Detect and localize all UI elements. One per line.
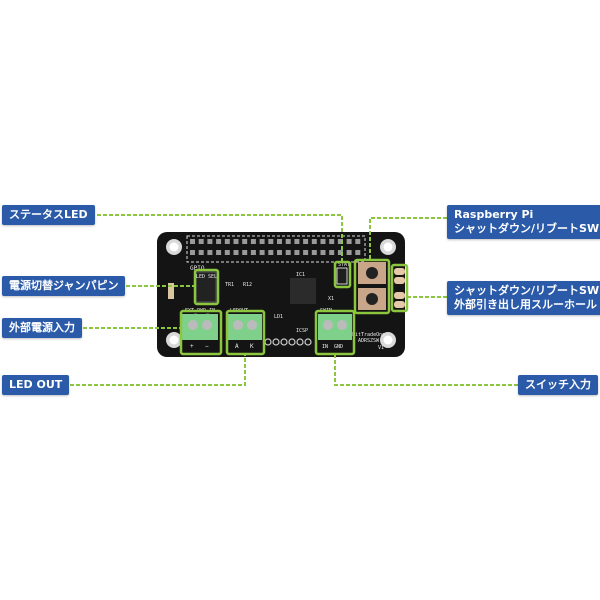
svg-text:BitTradeOne: BitTradeOne bbox=[352, 332, 385, 338]
svg-text:ADRSZSW: ADRSZSW bbox=[358, 338, 380, 344]
gpio-pin bbox=[303, 250, 309, 255]
gpio-pin bbox=[329, 239, 335, 244]
svg-text:LD1: LD1 bbox=[274, 314, 283, 320]
callout-power-jumper: 電源切替ジャンパピン bbox=[2, 276, 126, 296]
gpio-pin bbox=[320, 250, 326, 255]
callout-ext-power: 外部電源入力 bbox=[2, 318, 82, 338]
gpio-pin bbox=[337, 250, 343, 255]
gpio-pin bbox=[242, 250, 248, 255]
gpio-pin bbox=[207, 239, 213, 244]
callout-status-led: ステータスLED bbox=[2, 205, 95, 225]
leader-status-led bbox=[91, 214, 343, 262]
gpio-pin bbox=[294, 239, 300, 244]
svg-text:IC1: IC1 bbox=[296, 272, 305, 278]
callout-rpi-sw-line2: シャットダウン/リブートSW bbox=[454, 222, 600, 235]
gpio-pin bbox=[337, 239, 343, 244]
resistor-r21 bbox=[168, 283, 174, 299]
callout-ext-sw-line2: 外部引き出し用スルーホール bbox=[454, 298, 597, 311]
gpio-pin bbox=[355, 250, 361, 255]
svg-text:TR1: TR1 bbox=[225, 282, 234, 288]
svg-text:X1: X1 bbox=[328, 296, 334, 302]
gpio-pin bbox=[303, 239, 309, 244]
gpio-pin bbox=[346, 239, 352, 244]
svg-text:LED SEL: LED SEL bbox=[196, 274, 217, 280]
gpio-pin bbox=[207, 250, 213, 255]
gpio-pin bbox=[250, 239, 256, 244]
gpio-pin bbox=[277, 239, 282, 244]
callout-rpi-sw: Raspberry Pi シャットダウン/リブートSW bbox=[447, 205, 600, 239]
gpio-pin bbox=[190, 250, 195, 255]
gpio-pin bbox=[268, 250, 274, 255]
gpio-pins bbox=[190, 239, 361, 255]
gpio-pin bbox=[224, 250, 230, 255]
gpio-pin bbox=[329, 250, 335, 255]
svg-text:−: − bbox=[205, 343, 209, 350]
gpio-pin bbox=[285, 250, 291, 255]
gpio-pin bbox=[285, 239, 291, 244]
callout-switch-in: スイッチ入力 bbox=[518, 375, 598, 395]
gpio-pin bbox=[311, 250, 317, 255]
gpio-pin bbox=[233, 239, 239, 244]
leader-switch-in bbox=[334, 354, 518, 386]
svg-text:GND: GND bbox=[334, 344, 343, 350]
callout-rpi-sw-line1: Raspberry Pi bbox=[454, 208, 534, 221]
svg-text:+: + bbox=[190, 343, 194, 350]
svg-text:K: K bbox=[250, 343, 254, 350]
gpio-pin bbox=[355, 239, 361, 244]
svg-text:ICSP: ICSP bbox=[296, 328, 308, 334]
sw-through-holes bbox=[394, 268, 405, 308]
gpio-pin bbox=[311, 239, 317, 244]
svg-text:R12: R12 bbox=[243, 282, 252, 288]
callout-led-out: LED OUT bbox=[2, 375, 70, 395]
terminal-ext-pwr bbox=[182, 314, 218, 340]
gpio-pin bbox=[242, 239, 248, 244]
highlight-tact bbox=[353, 258, 391, 315]
gpio-pin bbox=[216, 239, 222, 244]
terminal-swin bbox=[318, 314, 352, 340]
gpio-pin bbox=[346, 250, 352, 255]
gpio-pin bbox=[250, 250, 256, 255]
svg-text:IN: IN bbox=[322, 344, 328, 350]
gpio-pin bbox=[294, 250, 300, 255]
highlight-thru bbox=[390, 263, 409, 313]
leader-lines bbox=[70, 214, 518, 386]
gpio-pin bbox=[259, 250, 265, 255]
gpio-pin bbox=[190, 239, 195, 244]
leader-rpi-sw bbox=[369, 217, 447, 260]
highlight-ext-pwr bbox=[179, 309, 223, 356]
callout-ext-sw-line1: シャットダウン/リブートSW bbox=[454, 284, 600, 297]
gpio-pin bbox=[233, 250, 239, 255]
terminal-ledout bbox=[228, 314, 262, 340]
gpio-pin bbox=[268, 239, 274, 244]
status-led bbox=[336, 267, 348, 285]
callout-ext-sw: シャットダウン/リブートSW 外部引き出し用スルーホール bbox=[447, 281, 600, 315]
leader-led-out bbox=[70, 354, 246, 386]
ic1-chip bbox=[290, 278, 316, 304]
gpio-pin bbox=[198, 239, 204, 244]
gpio-header bbox=[186, 235, 366, 263]
svg-text:V1: V1 bbox=[378, 345, 384, 351]
gpio-pin bbox=[320, 239, 326, 244]
gpio-pin bbox=[224, 239, 230, 244]
gpio-pin bbox=[198, 250, 204, 255]
gpio-pin bbox=[216, 250, 222, 255]
gpio-pin bbox=[277, 250, 282, 255]
gpio-pin bbox=[259, 239, 265, 244]
svg-text:GPIO: GPIO bbox=[190, 265, 205, 272]
svg-text:STAT: STAT bbox=[338, 262, 350, 268]
svg-text:A: A bbox=[235, 343, 239, 350]
